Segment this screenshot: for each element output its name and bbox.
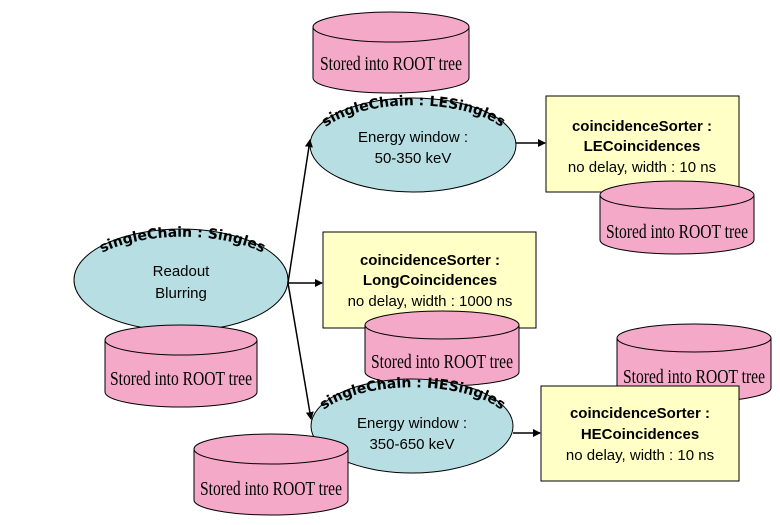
cylinder-top (104, 324, 258, 356)
le-energy-range: 50-350 keV (375, 150, 452, 167)
storage-label: Stored into ROOT tree (606, 221, 748, 243)
he-sorter-box (540, 385, 740, 482)
storage-cylinder-singles: Stored into ROOT tree (104, 324, 258, 408)
cylinder-top (599, 180, 755, 210)
le-sorter-line1: coincidenceSorter : (572, 118, 712, 135)
he-energy-range: 350-650 keV (369, 436, 454, 453)
cylinder-body (104, 339, 258, 408)
arrow-singles-to-le (287, 139, 313, 284)
he-singles-node: singleChain : HESingles Energy window : … (310, 375, 514, 474)
he-sorter-line3: no delay, width : 10 ns (566, 447, 714, 464)
storage-cylinder-long: Stored into ROOT tree (364, 310, 520, 387)
long-sorter-line3: no delay, width : 1000 ns (348, 293, 513, 310)
storage-label: Stored into ROOT tree (200, 478, 342, 500)
storage-label: Stored into ROOT tree (371, 351, 513, 373)
cylinder-top (364, 310, 520, 340)
storage-cylinder-le: Stored into ROOT tree (312, 11, 470, 94)
he-singles-ellipse (310, 378, 514, 474)
cylinder-body (312, 26, 470, 94)
le-sorter-box (545, 95, 740, 193)
connectors (287, 139, 546, 437)
he-sorter-line1: coincidenceSorter : (570, 405, 710, 422)
storage-label: Stored into ROOT tree (110, 368, 252, 390)
cylinder-top (616, 323, 772, 353)
cylinder-top (193, 433, 349, 465)
he-sorter-line2: HECoincidences (581, 426, 699, 443)
singles-node: singleChain : Singles Readout Blurring (73, 225, 289, 332)
arrow-singles-to-he (287, 282, 314, 420)
storage-cylinder-he: Stored into ROOT tree (193, 433, 349, 516)
storage-cylinder-le-coinc: Stored into ROOT tree (599, 180, 755, 255)
singles-readout: Readout (153, 263, 211, 280)
long-sorter-line1: coincidenceSorter : (360, 252, 500, 269)
he-energy-window-label: Energy window : (357, 415, 467, 432)
le-energy-window-label: Energy window : (358, 129, 468, 146)
le-sorter-line3: no delay, width : 10 ns (568, 159, 716, 176)
le-coincidence-sorter: coincidenceSorter : LECoincidences no de… (545, 95, 740, 193)
long-sorter-line2: LongCoincidences (363, 272, 497, 289)
storage-label: Stored into ROOT tree (623, 366, 765, 388)
storage-label: Stored into ROOT tree (320, 53, 462, 75)
cylinder-body (599, 194, 755, 255)
cylinder-top (312, 11, 470, 43)
le-sorter-line2: LECoincidences (584, 138, 701, 155)
he-coincidence-sorter: coincidenceSorter : HECoincidences no de… (540, 385, 740, 482)
cylinder-body (193, 448, 349, 516)
singles-blurring: Blurring (155, 285, 207, 302)
le-singles-node: singleChain : LESingles Energy window : … (309, 93, 517, 193)
